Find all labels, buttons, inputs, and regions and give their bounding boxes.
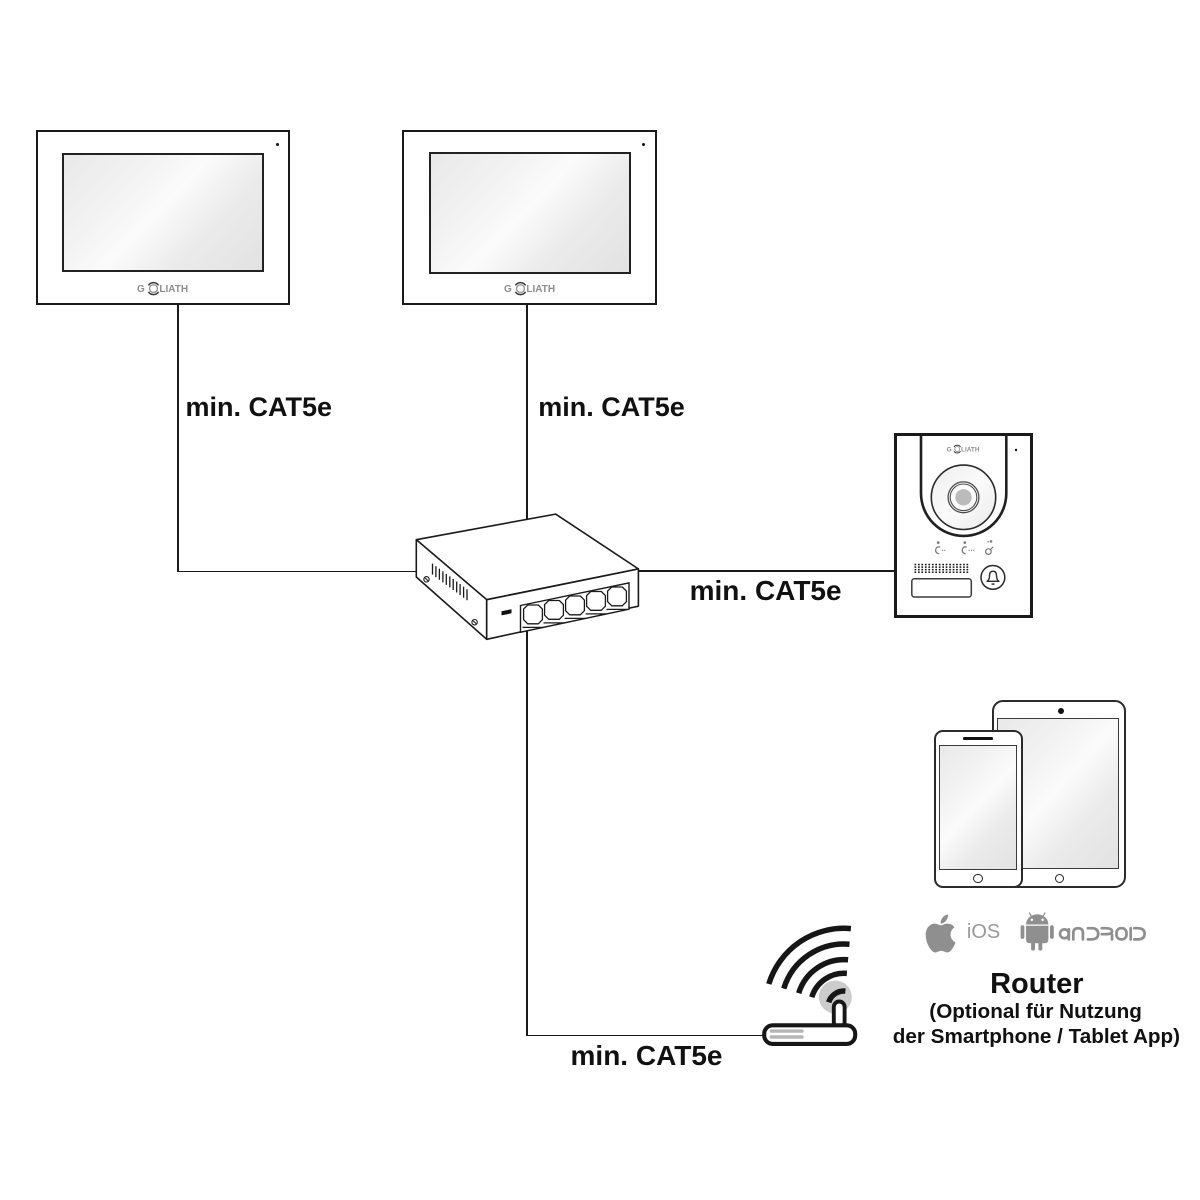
svg-text:LIATH: LIATH (159, 284, 188, 295)
svg-text:LIATH: LIATH (961, 446, 980, 453)
svg-text:LIATH: LIATH (526, 284, 555, 295)
svg-text:G: G (137, 284, 145, 295)
svg-text:G: G (504, 284, 512, 295)
svg-text:G: G (947, 446, 952, 453)
